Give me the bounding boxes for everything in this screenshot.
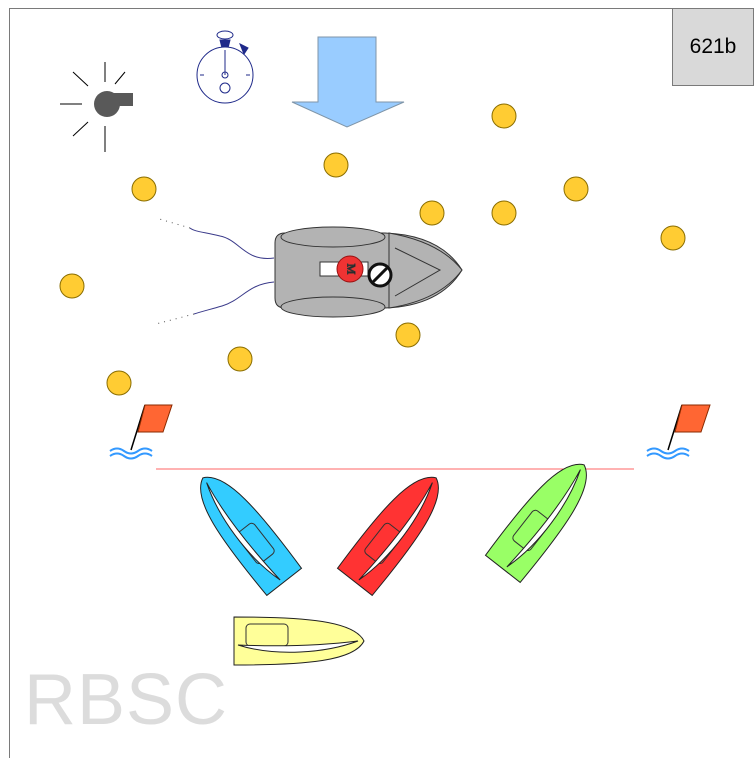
no-entry-icon [367, 262, 393, 288]
buoy [660, 225, 686, 251]
buoy [227, 346, 253, 372]
buoy [59, 273, 85, 299]
buoy [563, 176, 589, 202]
diagram-frame [9, 8, 754, 758]
boat-red [336, 476, 439, 597]
anchor-lines [155, 217, 275, 325]
buoy [491, 103, 517, 129]
buoy [491, 200, 517, 226]
boat-yellow [233, 616, 365, 666]
buoy [131, 176, 157, 202]
scenario-badge: 621b [672, 8, 754, 86]
boat-blue [200, 476, 303, 597]
buoy [106, 370, 132, 396]
committee-boat: M [274, 226, 463, 318]
whistle-icon [60, 62, 133, 152]
start-flag-icon [646, 404, 711, 460]
buoy [419, 200, 445, 226]
buoy [395, 322, 421, 348]
buoy-group [59, 103, 686, 396]
start-flag-icon [109, 404, 173, 460]
buoy [323, 152, 349, 178]
stopwatch-icon [196, 30, 254, 104]
committee-boat-label: M [344, 264, 358, 275]
watermark: RBSC [24, 660, 229, 740]
wind-arrow-icon [291, 36, 405, 128]
boat-green [484, 463, 587, 584]
